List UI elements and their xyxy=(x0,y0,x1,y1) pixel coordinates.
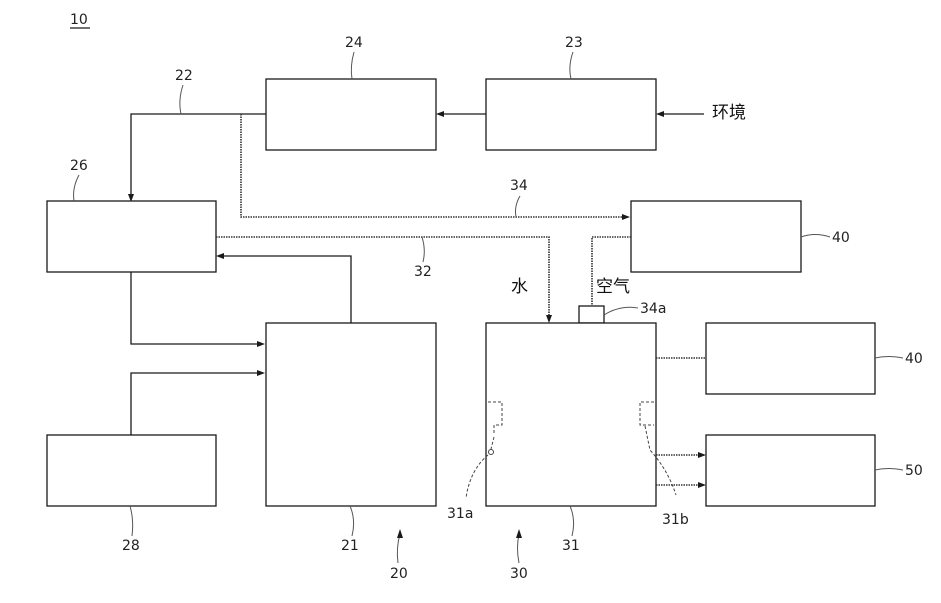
arrow-head-icon xyxy=(397,529,403,538)
arrow-head-icon xyxy=(656,111,664,117)
block-26-leader xyxy=(73,174,80,202)
block-28 xyxy=(46,434,217,507)
block-40-top-leader xyxy=(800,234,831,238)
block-31-leader xyxy=(569,505,575,537)
valve-34a-leader xyxy=(603,306,639,316)
block-28-ref: 28 xyxy=(122,538,140,554)
water-label: 水 xyxy=(511,277,528,297)
block-23-leader xyxy=(569,51,574,80)
line-34-leader xyxy=(515,195,521,218)
sensor-31a-leader xyxy=(465,454,489,499)
block-21-ref: 21 xyxy=(341,538,359,554)
block-23 xyxy=(485,78,657,151)
block-31-ref: 31 xyxy=(562,538,580,554)
sensor-31a-point xyxy=(488,449,494,455)
block-21-leader xyxy=(349,505,355,537)
arrow-head-icon xyxy=(698,452,706,458)
line-32-ref: 32 xyxy=(414,264,432,280)
block-21 xyxy=(265,322,437,507)
line-21-to-26 xyxy=(222,255,352,323)
block-40-middle-leader xyxy=(874,356,904,359)
block-31 xyxy=(485,322,657,507)
block-40-middle xyxy=(705,322,876,395)
valve-34a-ref: 34a xyxy=(640,301,666,317)
group-30-leader xyxy=(517,533,520,564)
arrow-head-icon xyxy=(216,253,224,259)
block-50-leader xyxy=(874,468,904,471)
line-32 xyxy=(216,236,550,316)
block-40-middle-ref: 40 xyxy=(905,351,923,367)
group-20-ref: 20 xyxy=(390,566,408,582)
block-50-ref: 50 xyxy=(905,463,923,479)
block-24-leader xyxy=(350,51,355,80)
block-40-top-ref: 40 xyxy=(832,230,850,246)
block-26 xyxy=(46,200,217,273)
sensor-31a-probe xyxy=(490,436,495,450)
arrow-head-icon xyxy=(257,341,265,347)
block-23-ref: 23 xyxy=(565,35,583,51)
line-22 xyxy=(130,113,266,196)
block-26-ref: 26 xyxy=(70,158,88,174)
line-32-leader xyxy=(421,236,425,263)
system-ref-label: 10 xyxy=(70,12,88,28)
line-28-to-21 xyxy=(130,372,258,435)
air-label: 空气 xyxy=(596,277,630,297)
block-24 xyxy=(265,78,437,151)
line-22-leader xyxy=(179,84,184,115)
environment-label: 环境 xyxy=(712,103,746,123)
block-24-ref: 24 xyxy=(345,35,363,51)
arrow-head-icon xyxy=(128,194,134,202)
line-34-ref: 34 xyxy=(510,178,528,194)
sensor-31b-ref: 31b xyxy=(662,512,689,528)
arrow-head-icon xyxy=(698,482,706,488)
sensor-31a xyxy=(488,401,503,435)
block-40-top xyxy=(630,200,802,273)
sensor-31a-ref: 31a xyxy=(447,506,473,522)
group-20-leader xyxy=(396,533,401,564)
sensor-31b-leader xyxy=(644,425,677,496)
arrow-head-icon xyxy=(516,529,522,538)
arrow-head-icon xyxy=(622,214,630,220)
air-line xyxy=(591,236,631,307)
line-34 xyxy=(240,114,624,218)
group-30-ref: 30 xyxy=(510,566,528,582)
arrow-head-icon xyxy=(257,370,265,376)
sensor-31b xyxy=(639,401,654,426)
block-50 xyxy=(705,434,876,507)
block-28-leader xyxy=(129,505,134,537)
arrow-head-icon xyxy=(436,111,444,117)
valve-34a xyxy=(578,305,605,324)
line-26-to-21 xyxy=(130,272,258,345)
line-22-ref: 22 xyxy=(175,68,193,84)
arrow-head-icon xyxy=(546,315,552,323)
